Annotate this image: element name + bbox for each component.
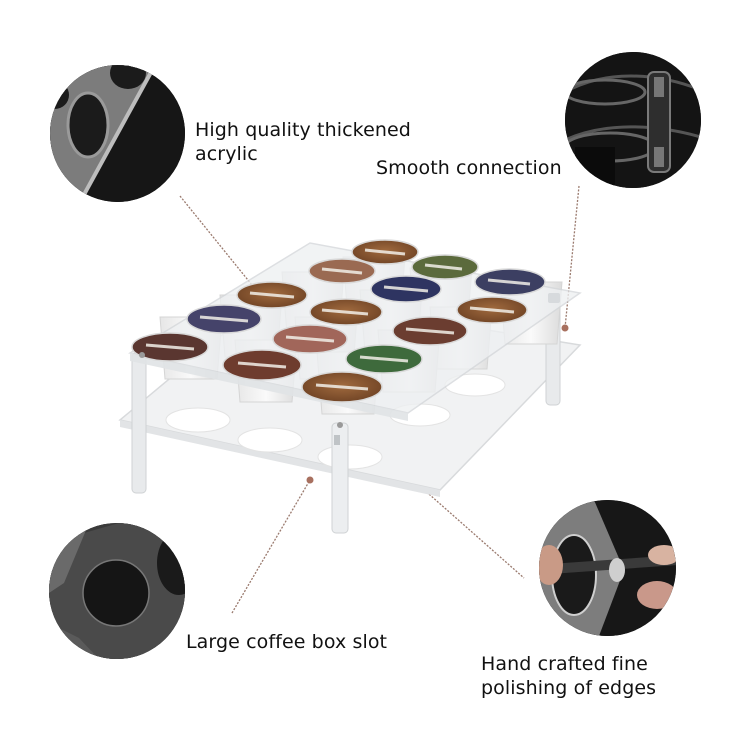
callout-slot-text: Large coffee box slot bbox=[186, 631, 388, 653]
acrylic-thickness-detail-image bbox=[50, 65, 185, 202]
callout-polishing-line1: Hand crafted fine bbox=[481, 653, 648, 675]
connection-detail-image bbox=[565, 52, 701, 188]
leader-dot-slot bbox=[306, 476, 314, 484]
callout-slot-label: Large coffee box slot bbox=[186, 630, 387, 654]
coffee-pod-holder-product-image bbox=[118, 239, 582, 534]
leader-dot-connection bbox=[561, 324, 569, 332]
callout-connection-text: Smooth connection bbox=[376, 157, 562, 179]
callout-connection-label: Smooth connection bbox=[376, 156, 562, 180]
callout-acrylic-line1: High quality thickened bbox=[195, 119, 411, 141]
callout-polishing-line2: polishing of edges bbox=[481, 677, 657, 699]
callout-polishing-label: Hand crafted fine polishing of edges bbox=[481, 652, 656, 700]
callout-acrylic-label: High quality thickened acrylic bbox=[195, 118, 411, 166]
callout-acrylic-line2: acrylic bbox=[195, 143, 258, 165]
edge-polishing-detail-image bbox=[539, 500, 676, 636]
